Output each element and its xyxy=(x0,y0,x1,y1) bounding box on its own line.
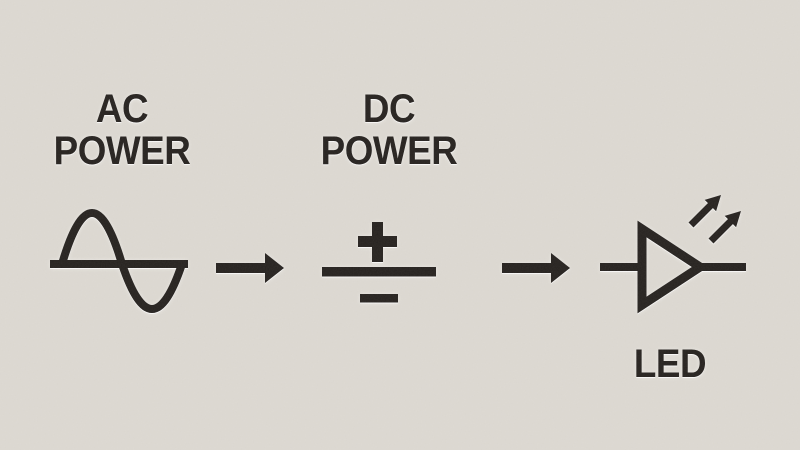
right-arrow-icon xyxy=(214,250,284,286)
led-diode-icon xyxy=(598,185,750,317)
led-label-text: LED xyxy=(633,342,707,386)
sine-wave-icon xyxy=(46,198,194,322)
dc-label-line1: DC xyxy=(362,87,416,131)
dc-supply-icon xyxy=(318,214,440,310)
led-emission-arrow xyxy=(708,211,741,244)
led-label: LED xyxy=(570,343,770,385)
dc-power-label: DC POWER xyxy=(289,88,489,172)
dc-label-line2: POWER xyxy=(320,129,458,173)
led-emission-arrow xyxy=(688,195,721,228)
ac-label-line1: AC xyxy=(95,87,149,131)
right-arrow-icon xyxy=(500,250,570,286)
ac-label-line2: POWER xyxy=(53,129,191,173)
ac-power-label: AC POWER xyxy=(22,88,222,172)
